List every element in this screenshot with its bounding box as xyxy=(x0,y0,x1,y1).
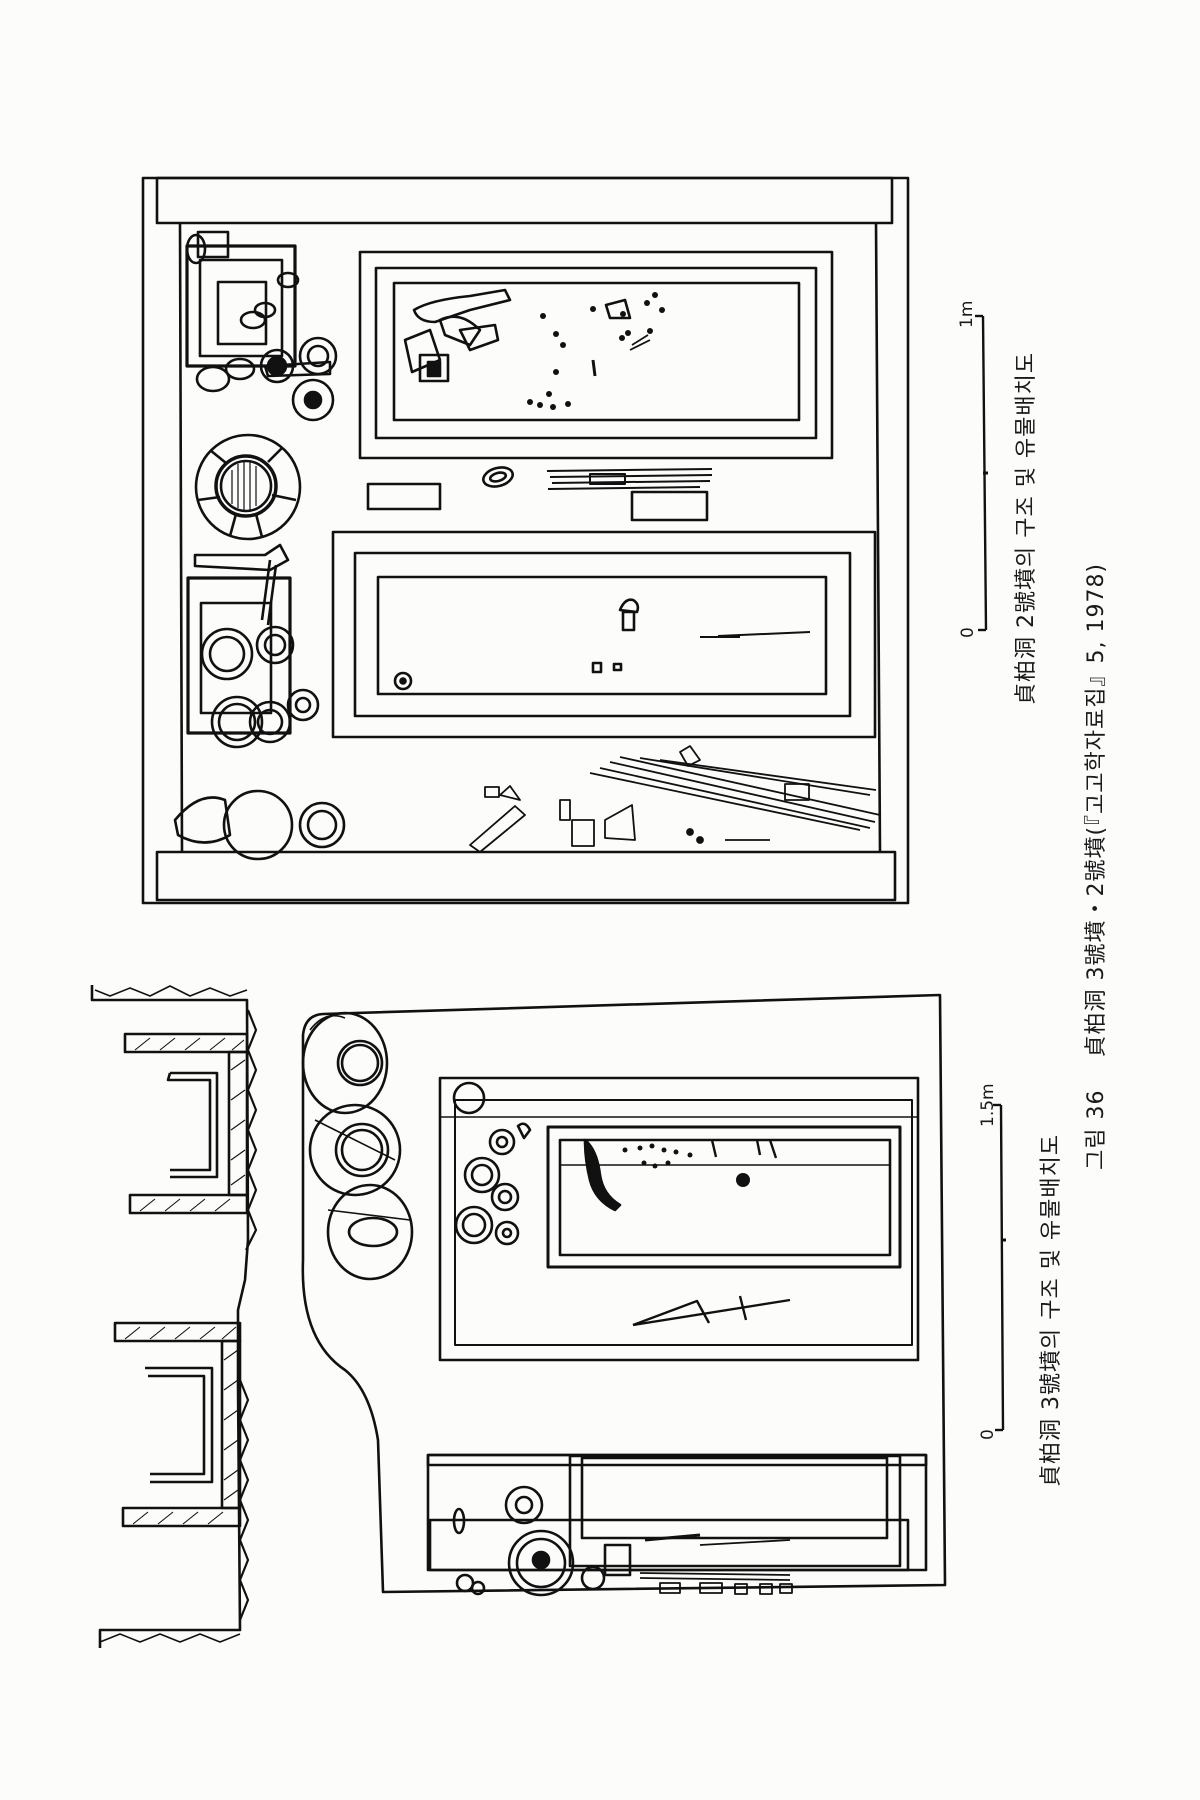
tomb-2-coffin-lower xyxy=(331,530,877,739)
tomb-3-plan-outline xyxy=(301,993,947,1594)
stone-slabs xyxy=(113,1032,249,1528)
scale-bar-1m xyxy=(975,314,988,632)
scale-1-5m-start-label: 0 xyxy=(978,1429,998,1440)
tomb-2-caption: 貞柏洞 2號墳의 구조 및 유물배치도 xyxy=(1014,351,1039,705)
figure-title: 貞柏洞 3號墳・2號墳(『고고학자료집』5, 1978) xyxy=(1084,562,1109,1058)
scale-bar-1-5m xyxy=(993,1103,1006,1432)
tomb-3-jars xyxy=(301,1011,414,1281)
scale-1m-end-label: 1m xyxy=(957,300,977,328)
tomb-3-upper-chamber-items xyxy=(452,1081,778,1246)
north-arrow-icon xyxy=(632,1295,791,1327)
tomb-3-lower-chamber-items xyxy=(452,1485,793,1597)
tomb-2-coffin-upper xyxy=(358,250,834,460)
tomb-2-weapons-cluster xyxy=(469,745,881,853)
tomb-3-caption: 貞柏洞 3號墳의 구조 및 유물배치도 xyxy=(1039,1133,1064,1487)
scale-1m-start-label: 0 xyxy=(958,627,978,638)
tomb-2-coffin-upper-items xyxy=(403,288,665,410)
tomb-2-top-wall xyxy=(155,176,894,225)
scale-1-5m-end-label: 1.5m xyxy=(978,1083,998,1127)
figure-number: 그림 36 xyxy=(1084,1089,1109,1170)
tomb-2-bottom-wall xyxy=(155,850,897,902)
figure-caption: 그림 36 貞柏洞 3號墳・2號墳(『고고학자료집』5, 1978) xyxy=(1078,563,1110,1170)
tomb-2-vessels xyxy=(173,230,346,861)
tomb-2-coffin-lower-items xyxy=(393,598,811,691)
large-jar-drawing xyxy=(194,433,302,541)
tomb-3-section-profile xyxy=(90,985,258,1648)
